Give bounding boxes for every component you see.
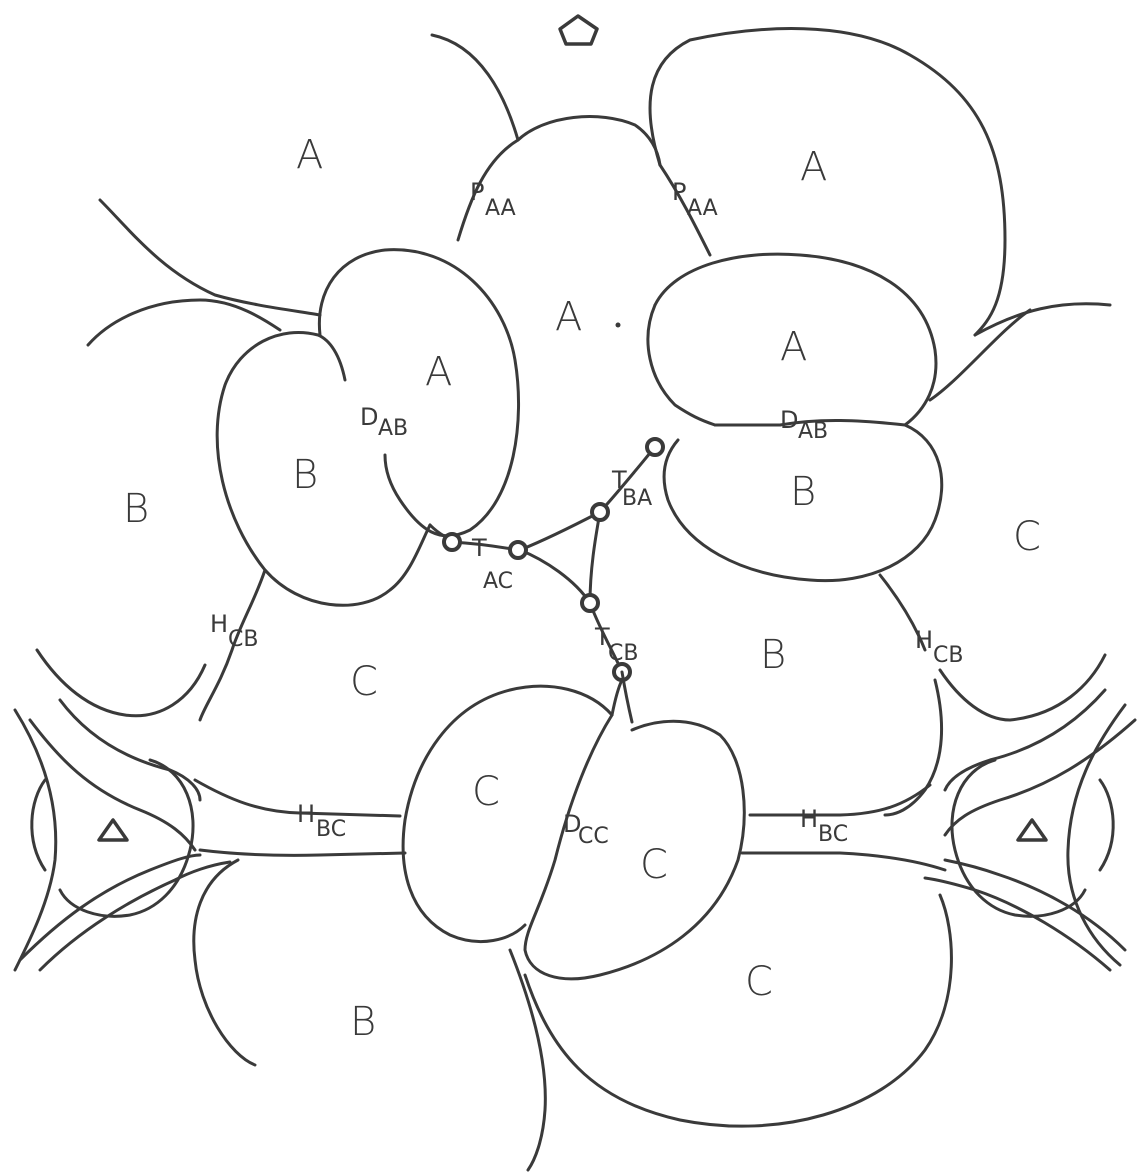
domain-outline-left-a [319, 250, 518, 536]
center-mark [616, 323, 621, 328]
domain-outline-central-a [432, 35, 660, 165]
label-h-cb-right: H CB [915, 626, 963, 668]
label-d-ab-left: D AB [360, 403, 408, 441]
svg-text:BC: BC [818, 822, 848, 847]
svg-text:H: H [915, 626, 933, 654]
domain-outline-top-right-a [650, 29, 1005, 335]
domain-outline-left-b [217, 332, 430, 605]
outline-line [37, 650, 205, 716]
triangle-symmetry-icon-right [1018, 820, 1046, 840]
svg-text:BC: BC [316, 817, 346, 842]
label-h-bc-right: H BC [800, 805, 848, 847]
svg-text:AB: AB [378, 416, 408, 441]
svg-text:P: P [672, 178, 686, 206]
domain-outline-bottom-c-right [525, 715, 744, 979]
label-b-left-outer: B [123, 486, 149, 532]
svg-text:D: D [780, 406, 798, 434]
outline-line [945, 860, 1125, 950]
label-t-ba: T BA [611, 466, 652, 511]
outline-line [885, 680, 942, 815]
junction-t-cb [582, 595, 598, 611]
label-p-aa-left: P AA [470, 178, 516, 221]
junction-t-ba [592, 504, 608, 520]
label-c-bottom-inner-left: C [472, 769, 500, 815]
domain-outline-bottom-c [525, 895, 951, 1126]
svg-text:H: H [800, 805, 818, 833]
trimer-connector [520, 512, 600, 603]
svg-text:AA: AA [485, 196, 516, 221]
outline-line [930, 310, 1030, 400]
svg-text:H: H [297, 800, 315, 828]
label-b-right-inner: B [790, 469, 816, 515]
junction-t-ac-right [510, 542, 526, 558]
label-c-right-outer: C [1013, 514, 1041, 560]
domain-outline-top-left-a [100, 200, 320, 315]
svg-text:BA: BA [622, 486, 652, 511]
outline-line [612, 680, 622, 715]
label-c-bottom-right: C [745, 959, 773, 1005]
outline-line [1100, 780, 1113, 870]
label-h-bc-left: H BC [297, 800, 346, 842]
svg-text:CB: CB [228, 627, 258, 652]
svg-text:CB: CB [608, 641, 638, 666]
outline-line [458, 140, 518, 240]
svg-text:H: H [210, 610, 228, 638]
svg-text:D: D [360, 403, 378, 431]
label-c-center-left: C [350, 659, 378, 705]
outline-line [200, 850, 405, 855]
label-a-right-inner: A [780, 324, 807, 370]
outline-line [945, 720, 1135, 835]
svg-text:AA: AA [687, 196, 718, 221]
svg-text:T: T [471, 534, 487, 562]
label-a-top-right: A [800, 144, 827, 190]
outline-line [88, 300, 280, 345]
outline-line [940, 655, 1105, 720]
outline-line [32, 780, 45, 870]
label-d-cc: D CC [563, 810, 609, 849]
svg-text:P: P [470, 178, 484, 206]
outline-line [742, 853, 945, 870]
domain-outline-bottom-b [194, 860, 255, 1065]
svg-text:AB: AB [798, 419, 828, 444]
svg-text:AC: AC [483, 569, 513, 594]
label-p-aa-right: P AA [672, 178, 718, 221]
outline-line [20, 855, 200, 960]
label-d-ab-right: D AB [780, 406, 828, 444]
outline-line [648, 305, 715, 425]
label-t-ac: T AC [471, 534, 513, 594]
triangle-symmetry-icon-left [99, 820, 127, 840]
svg-text:CB: CB [933, 643, 963, 668]
label-b-bottom-left: B [350, 999, 376, 1045]
label-c-bottom-inner-right: C [640, 842, 668, 888]
label-h-cb-left: H CB [210, 610, 258, 652]
junction-t-ba-upper [647, 439, 663, 455]
svg-text:CC: CC [578, 824, 609, 849]
label-a-center: A [555, 294, 582, 340]
label-b-center-right: B [760, 632, 786, 678]
pentagon-symmetry-icon [560, 16, 597, 44]
label-t-cb: T CB [594, 623, 638, 666]
label-a-left-inner: A [425, 349, 452, 395]
label-a-top-left: A [296, 132, 323, 178]
junction-t-ac-left [444, 534, 460, 550]
label-b-left-inner: B [292, 452, 318, 498]
